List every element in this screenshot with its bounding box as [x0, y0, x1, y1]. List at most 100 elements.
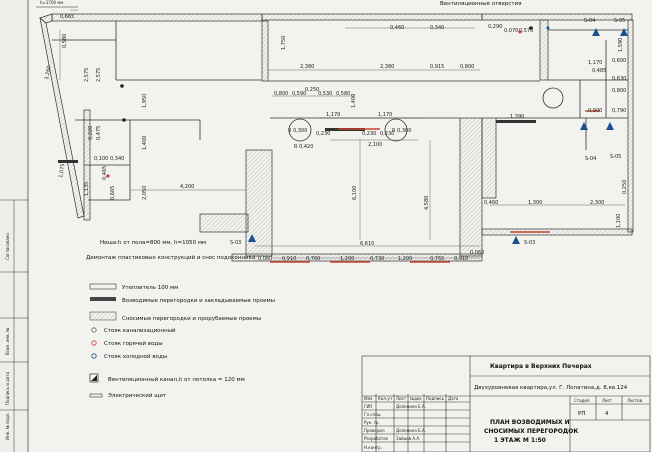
outer-walls [39, 13, 634, 262]
svg-text:2,380: 2,380 [380, 64, 394, 70]
svg-text:0,730: 0,730 [370, 256, 384, 262]
svg-text:0,600: 0,600 [612, 58, 626, 64]
svg-text:1,950: 1,950 [142, 94, 148, 108]
section-label: S-03 [230, 240, 241, 246]
svg-text:1,300: 1,300 [528, 200, 542, 206]
round-columns [288, 87, 564, 142]
svg-text:2,100: 2,100 [368, 142, 382, 148]
svg-text:1,135: 1,135 [84, 182, 90, 196]
svg-text:0,250: 0,250 [305, 87, 319, 93]
section-marker-icon [580, 122, 588, 130]
svg-text:0,485: 0,485 [592, 68, 606, 74]
legend: Утеплитель 100 мм Возводимые перегородки… [89, 283, 275, 399]
svg-text:1,400: 1,400 [142, 136, 148, 150]
svg-text:0,800: 0,800 [274, 91, 288, 97]
radius-label: R 0,300 [288, 128, 307, 134]
svg-text:0,460: 0,460 [390, 25, 404, 31]
dimension-lines [59, 9, 625, 259]
svg-text:Дата: Дата [448, 396, 459, 401]
svg-text:0,580: 0,580 [62, 34, 68, 48]
svg-text:1,170: 1,170 [326, 112, 340, 118]
svg-text:Доленина Е.А.: Доленина Е.А. [396, 428, 426, 433]
erected-swatch [90, 297, 116, 301]
svg-text:4,200: 4,200 [180, 184, 194, 190]
svg-text:0,665: 0,665 [110, 186, 116, 200]
svg-text:№док: №док [410, 396, 422, 401]
legend-label: Утеплитель 100 мм [122, 285, 178, 291]
svg-text:1,200: 1,200 [340, 256, 354, 262]
dimensions-top: 0,665 0,580 1,750 2,380 0,460 0,340 2,38… [60, 14, 626, 94]
svg-text:2,380: 2,380 [300, 64, 314, 70]
svg-text:1,200: 1,200 [398, 256, 412, 262]
risers [106, 26, 550, 178]
svg-text:0,460: 0,460 [484, 200, 498, 206]
svg-text:3,260: 3,260 [44, 65, 52, 80]
svg-text:0,290: 0,290 [488, 24, 502, 30]
svg-text:0,790: 0,790 [612, 108, 626, 114]
svg-text:Зайцев А.А.: Зайцев А.А. [396, 436, 420, 441]
insulation-swatch [89, 283, 117, 290]
svg-text:ГИП: ГИП [364, 404, 372, 409]
svg-text:0,340: 0,340 [430, 25, 444, 31]
svg-text:0,070: 0,070 [504, 28, 518, 34]
demolition-note: Демонтаж пластиковых конструкций и снос … [86, 254, 255, 261]
section-label: S-03 [524, 240, 535, 246]
legend-label: Возводимые перегородки и закладываемые п… [122, 298, 275, 304]
hot-water-riser-icon [91, 340, 97, 346]
svg-text:0,760: 0,760 [306, 256, 320, 262]
svg-text:ПЛАН ВОЗВОДИМЫХ И: ПЛАН ВОЗВОДИМЫХ И [490, 419, 570, 426]
svg-text:0,915: 0,915 [430, 64, 444, 70]
svg-text:РП: РП [578, 411, 585, 417]
legend-label: Стояк холодной воды [104, 353, 167, 360]
svg-text:Кол.уч: Кол.уч [378, 396, 392, 401]
legend-label: Электрический щит [108, 392, 167, 399]
svg-text:0,465: 0,465 [102, 166, 108, 180]
dimensions-bottom: 0,060 0,910 0,760 1,200 0,730 1,200 0,76… [258, 241, 484, 262]
section-label: S-05 [614, 18, 625, 24]
niche-note: Ниша:h от пола=800 мм, h=1050 мм [100, 240, 206, 246]
svg-text:6,610: 6,610 [360, 241, 374, 247]
svg-text:1,590: 1,590 [618, 38, 624, 52]
dimensions-right: 6,100 4,580 0,460 1,300 2,300 1,100 0,25… [352, 180, 628, 228]
svg-text:0,100: 0,100 [94, 156, 108, 162]
svg-text:1,170: 1,170 [378, 112, 392, 118]
svg-text:1,400: 1,400 [351, 94, 357, 108]
svg-text:0,800: 0,800 [612, 88, 626, 94]
legend-label: Стояк горячей воды [104, 340, 163, 347]
svg-text:СНОСИМЫХ ПЕРЕГОРОДОК: СНОСИМЫХ ПЕРЕГОРОДОК [484, 428, 578, 435]
svg-text:4,580: 4,580 [424, 196, 430, 210]
svg-text:1,170: 1,170 [588, 60, 602, 66]
sewer-riser-icon [91, 327, 97, 333]
legend-label: Сносимые перегородки и прорубаемые проем… [122, 316, 261, 322]
svg-text:1,750: 1,750 [281, 36, 287, 50]
project-description: Двухуровневая квартира,ул. Г. Лопатина,д… [474, 385, 628, 391]
demolished-openings [270, 110, 600, 263]
svg-text:0,340: 0,340 [110, 156, 124, 162]
svg-text:0,230: 0,230 [316, 131, 330, 137]
svg-text:0,250: 0,250 [622, 180, 628, 194]
header-title: Вентиляционные отверстия [440, 1, 522, 7]
svg-text:Листов: Листов [627, 398, 643, 403]
svg-text:Изм: Изм [364, 396, 372, 401]
svg-text:Подпись: Подпись [426, 396, 445, 401]
svg-text:1,100: 1,100 [616, 214, 622, 228]
side-label: Инв. № подл. [5, 412, 10, 440]
svg-text:0,590: 0,590 [292, 91, 306, 97]
section-marker-icon [512, 236, 520, 244]
header-note: h=1700 мм [40, 0, 63, 5]
svg-text:Гл.спец.: Гл.спец. [364, 412, 382, 417]
section-marker-icon [592, 28, 600, 36]
binding-strip: Инв. № подл. Подпись и дата Взам. инв. №… [0, 0, 29, 452]
dimensions-left: 3,260 2,575 2,575 0,220 0,475 1,950 0,10… [44, 65, 194, 200]
svg-text:Н.контр.: Н.контр. [364, 445, 382, 450]
svg-text:2,050: 2,050 [142, 186, 148, 200]
svg-text:0,910: 0,910 [454, 256, 468, 262]
svg-text:0,220: 0,220 [88, 126, 94, 140]
svg-text:0,910: 0,910 [282, 256, 296, 262]
svg-text:Разработал: Разработал [364, 436, 389, 441]
svg-text:Проверил: Проверил [364, 428, 385, 433]
svg-text:2,300: 2,300 [590, 200, 604, 206]
svg-text:0,800: 0,800 [460, 64, 474, 70]
svg-text:0,230: 0,230 [362, 131, 376, 137]
